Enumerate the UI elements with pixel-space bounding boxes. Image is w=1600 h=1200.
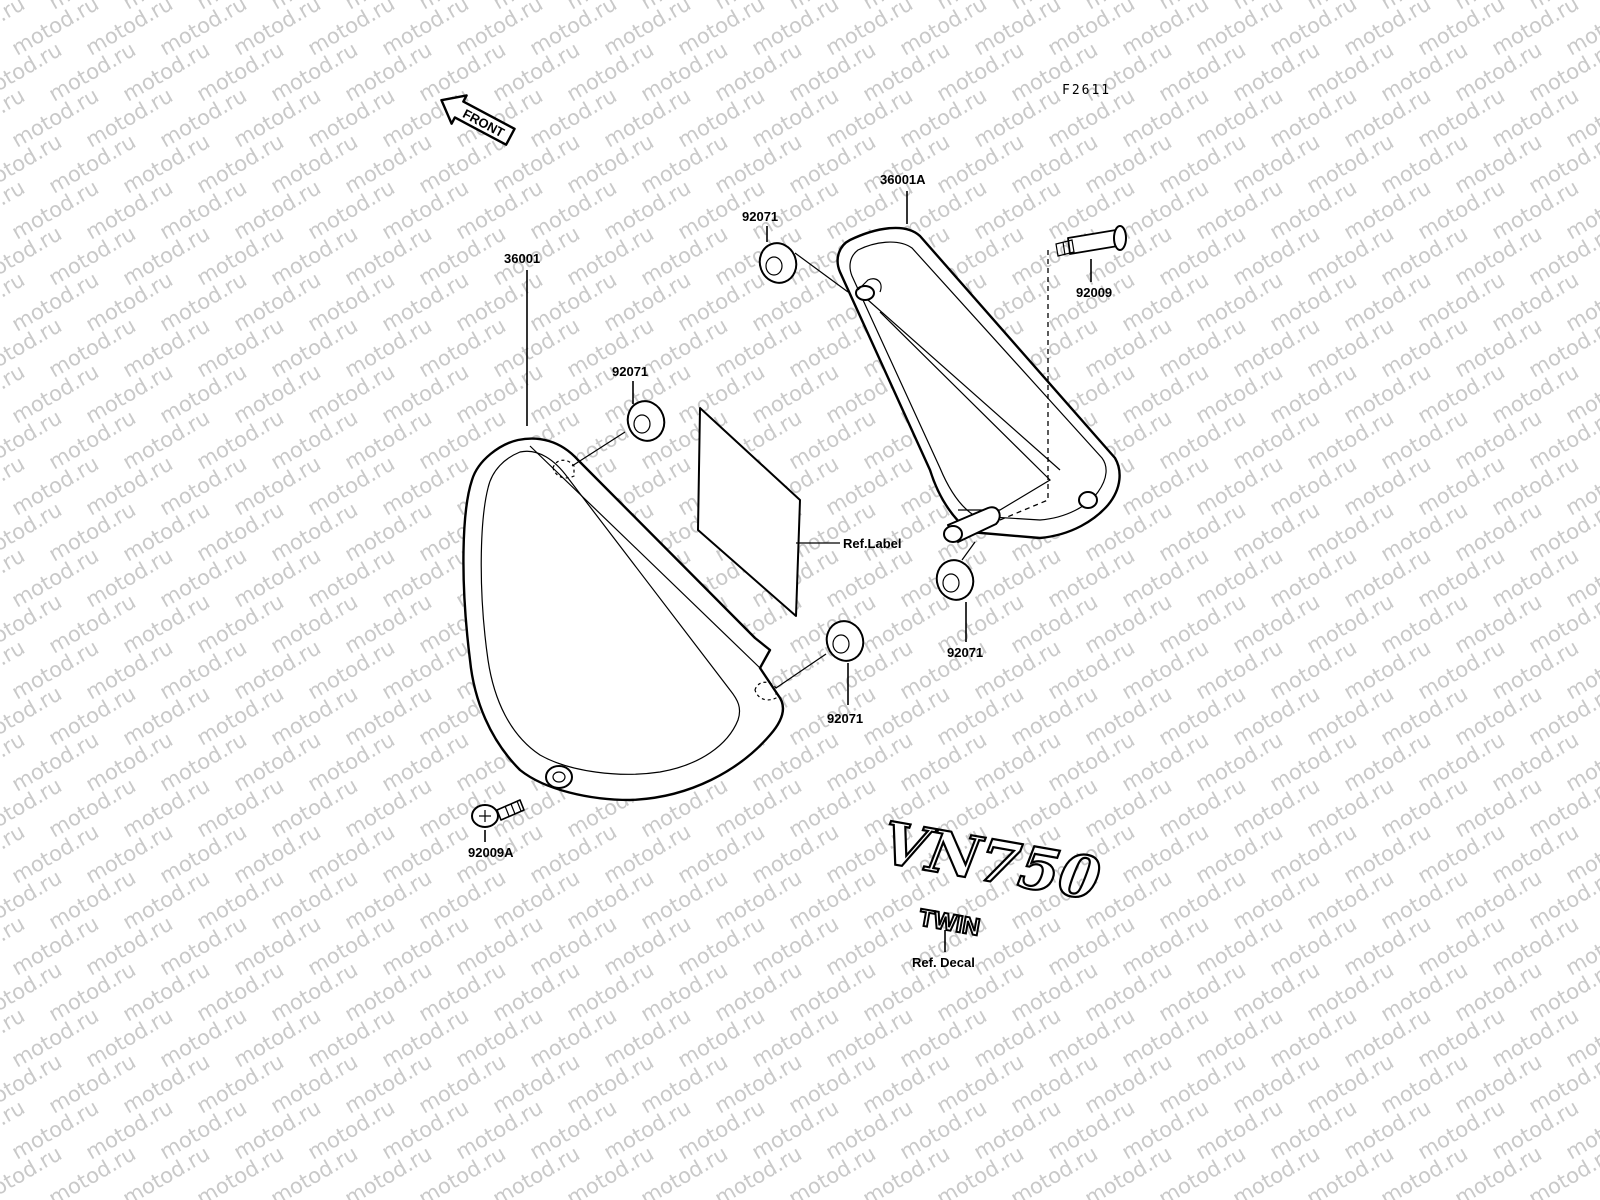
grommet-bottom-left [775,620,865,689]
callout-bolt-right: 92009 [1076,285,1112,300]
bolt-right [1055,225,1127,257]
callout-ref-label: Ref.Label [843,536,902,551]
callout-grommet-top-right: 92071 [742,209,778,224]
callout-grommet-top-left: 92071 [612,364,648,379]
figure-code: F2611 [1062,83,1111,98]
callout-leaders [484,191,1092,952]
side-cover-right [836,226,1121,543]
grommet-bottom-right [935,541,976,601]
callout-ref-decal: Ref. Decal [912,955,975,970]
callout-cover-left: 36001 [504,251,540,266]
decal-graphic: VN750 TWIN [876,808,1106,943]
callout-grommet-bottom-left: 92071 [827,711,863,726]
callout-grommet-bottom-right: 92071 [947,645,983,660]
ref-label-sheet [697,407,840,617]
grommet-top-left [571,400,666,467]
bolt-left [471,799,525,828]
callout-cover-right: 36001A [880,172,926,187]
side-cover-left [462,437,785,802]
callout-bolt-left: 92009A [468,845,514,860]
grommet-top-right [758,242,849,293]
